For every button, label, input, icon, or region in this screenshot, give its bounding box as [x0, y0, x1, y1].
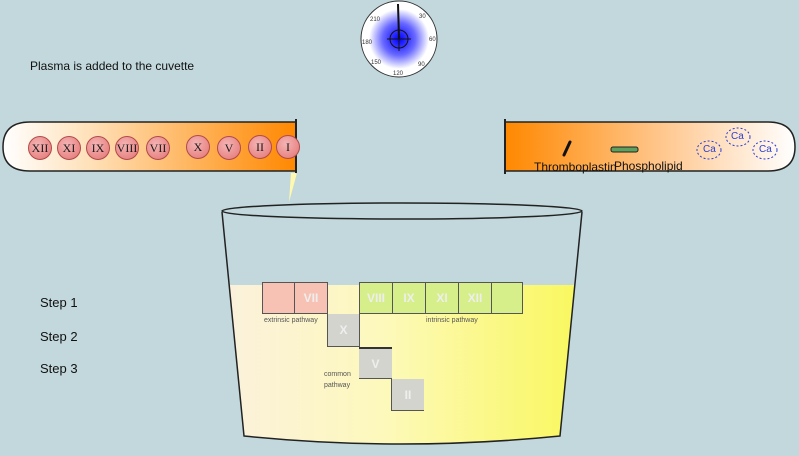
extrinsic-cell-vii[interactable]: VII [294, 282, 328, 314]
calcium-ions [696, 127, 778, 160]
common-pathway-label-1: common [324, 371, 351, 378]
intrinsic-pathway-label: intrinsic pathway [426, 317, 478, 324]
step-3-label: Step 3 [40, 361, 78, 376]
intrinsic-cell-empty[interactable] [491, 282, 523, 314]
common-cell-x[interactable]: X [327, 314, 360, 347]
thromboplastin-label: Thromboplastin [534, 160, 617, 174]
extrinsic-pathway-label: extrinsic pathway [264, 317, 318, 324]
reagent-tube [504, 119, 796, 174]
dial-label-210: 210 [370, 17, 381, 23]
factor-i[interactable]: I [276, 135, 300, 159]
common-cell-v[interactable]: V [359, 347, 392, 379]
factor-x[interactable]: X [186, 135, 210, 159]
dial-label-150: 150 [371, 60, 382, 66]
intrinsic-cell-viii[interactable]: VIII [359, 282, 393, 314]
dial-label-90: 90 [418, 62, 425, 68]
intrinsic-cell-xi[interactable]: XI [425, 282, 459, 314]
common-cell-ii[interactable]: II [391, 379, 424, 411]
factor-xi[interactable]: XI [57, 136, 81, 160]
phospholipid-icon [610, 146, 639, 153]
thromboplastin-icon [562, 140, 572, 157]
intrinsic-cell-ix[interactable]: IX [392, 282, 426, 314]
common-pathway-label-2: pathway [324, 382, 351, 389]
phospholipid-label: Phospholipid [614, 159, 683, 173]
status-text: Plasma is added to the cuvette [30, 59, 195, 73]
dial-label-120: 120 [393, 71, 404, 77]
factor-viii[interactable]: VIII [115, 136, 139, 160]
factor-ix[interactable]: IX [86, 136, 110, 160]
intrinsic-cell-xii[interactable]: XII [458, 282, 492, 314]
factor-v[interactable]: V [217, 136, 241, 160]
calcium-ion-1: Ca [703, 144, 716, 155]
dial-label-180: 180 [362, 40, 373, 46]
calcium-ion-3: Ca [759, 144, 772, 155]
calcium-ion-2: Ca [731, 131, 744, 142]
timer-dial: 210 30 180 60 150 90 120 [360, 0, 438, 78]
step-1-label: Step 1 [40, 295, 78, 310]
dial-label-30: 30 [419, 14, 426, 20]
extrinsic-cell-empty[interactable] [262, 282, 295, 314]
dial-label-60: 60 [429, 37, 436, 43]
plasma-tube [2, 119, 297, 202]
timer-hand [397, 3, 400, 40]
factor-xii[interactable]: XII [28, 136, 52, 160]
cuvette [221, 202, 583, 445]
step-2-label: Step 2 [40, 329, 78, 344]
factor-ii[interactable]: II [248, 135, 272, 159]
factor-vii[interactable]: VII [146, 136, 170, 160]
